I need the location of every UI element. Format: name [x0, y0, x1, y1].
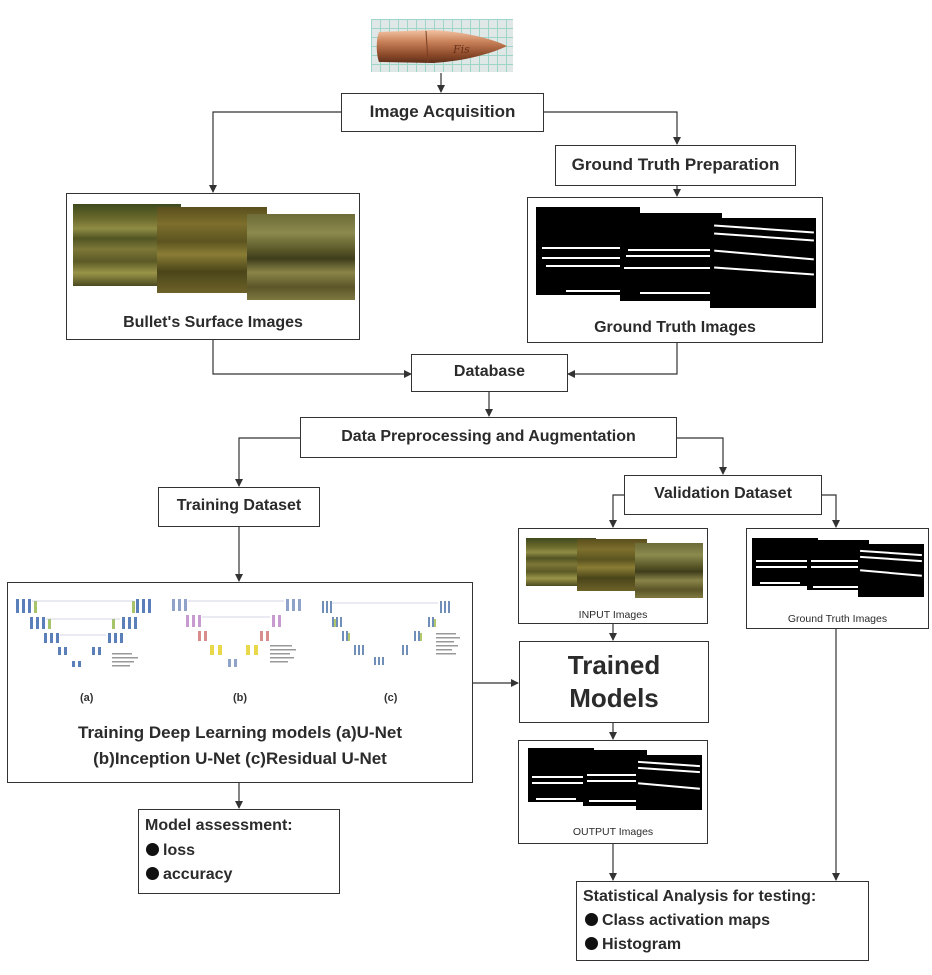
gt-image-2 — [620, 213, 722, 301]
gt-image-3 — [710, 218, 816, 308]
model-assessment-title: Model assessment: — [145, 817, 293, 834]
image-acquisition-label: Image Acquisition — [369, 102, 516, 121]
input-image-3 — [635, 543, 703, 598]
preprocessing-node: Data Preprocessing and Augmentation — [300, 417, 677, 458]
ground-truth-images-node: Ground Truth Images — [527, 197, 823, 343]
unet-architecture-thumbnail — [16, 599, 151, 667]
model-assessment-node: Model assessment: loss accuracy — [138, 809, 340, 894]
gt-images-small-node: Ground Truth Images — [746, 528, 929, 629]
gt-images-small-label: Ground Truth Images — [787, 613, 888, 625]
statistical-analysis-item: Histogram — [585, 936, 681, 954]
training-models-label-line2: (b)Inception U-Net (c)Residual U-Net — [93, 749, 387, 768]
ground-truth-preparation-label: Ground Truth Preparation — [571, 155, 780, 174]
trained-models-label-line2: Models — [569, 683, 659, 713]
inception-unet-architecture-thumbnail — [172, 599, 301, 667]
training-models-node: (a) (b) (c) Training Deep Learning model… — [7, 582, 473, 783]
gt-small-image-3 — [858, 544, 924, 597]
subfigure-a-label: (a) — [80, 692, 94, 704]
output-image-3 — [636, 755, 702, 810]
database-label: Database — [453, 363, 526, 380]
statistical-analysis-node: Statistical Analysis for testing: Class … — [576, 881, 869, 961]
subfigure-b-label: (b) — [233, 692, 248, 704]
model-assessment-item: accuracy — [146, 866, 232, 884]
database-node: Database — [411, 354, 568, 392]
ground-truth-preparation-node: Ground Truth Preparation — [555, 145, 796, 186]
ground-truth-images-label: Ground Truth Images — [594, 319, 756, 336]
surface-images-label: Bullet's Surface Images — [123, 314, 303, 331]
training-dataset-label: Training Dataset — [176, 497, 302, 514]
trained-models-node: Trained Models — [519, 641, 709, 723]
residual-unet-architecture-thumbnail — [322, 601, 460, 665]
bullet-dot-icon — [146, 843, 159, 856]
validation-dataset-label: Validation Dataset — [654, 485, 792, 502]
input-images-node: INPUT Images — [518, 528, 708, 624]
surface-image-3 — [247, 214, 355, 300]
bullet-dot-icon — [146, 867, 159, 880]
validation-dataset-node: Validation Dataset — [624, 475, 822, 515]
bullet-dot-icon — [585, 937, 598, 950]
subfigure-c-label: (c) — [384, 692, 398, 704]
output-images-label: OUTPUT Images — [572, 826, 654, 838]
training-dataset-node: Training Dataset — [158, 487, 320, 527]
image-acquisition-node: Image Acquisition — [341, 93, 544, 132]
bullet-dot-icon — [585, 913, 598, 926]
statistical-analysis-title: Statistical Analysis for testing: — [583, 888, 817, 905]
training-models-label-line1: Training Deep Learning models (a)U-Net — [78, 723, 402, 742]
bullet-photo: Fis — [371, 19, 513, 72]
input-images-label: INPUT Images — [578, 609, 648, 621]
preprocessing-label: Data Preprocessing and Augmentation — [341, 428, 636, 445]
svg-text:Fis: Fis — [452, 43, 470, 56]
trained-models-label-line1: Trained — [567, 650, 661, 680]
model-assessment-item: loss — [146, 842, 195, 860]
output-images-node: OUTPUT Images — [518, 740, 708, 844]
statistical-analysis-item: Class activation maps — [585, 912, 770, 930]
surface-images-node: Bullet's Surface Images — [66, 193, 360, 340]
